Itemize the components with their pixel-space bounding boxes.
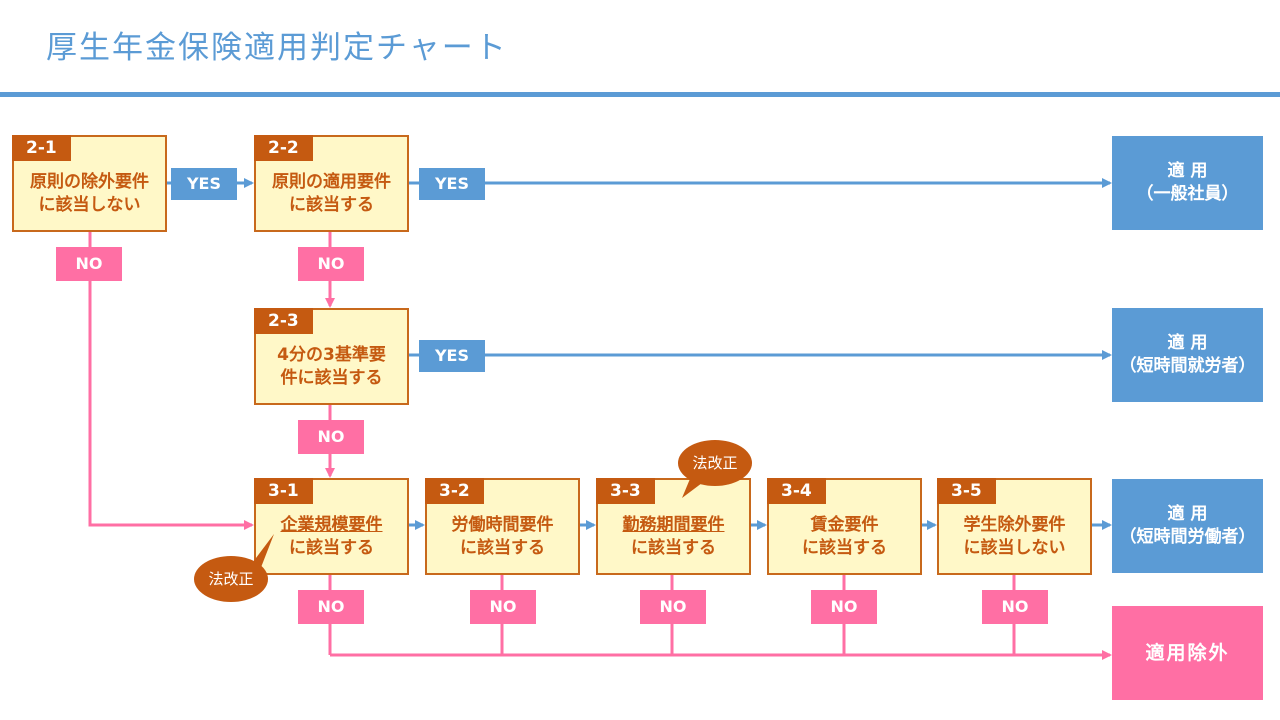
connector-2-1-no-to-3-1 [88,232,254,530]
page-title: 厚生年金保険適用判定チャート [46,30,508,66]
node-label: 原則の除外要件 [30,172,149,192]
yes-label: YES [419,168,485,200]
no-label: NO [298,247,364,281]
node-id-badge: 2-1 [12,135,71,161]
node-label: に該当しない [963,538,1066,558]
result-excluded: 適用除外 [1112,606,1263,700]
node-id-badge: 3-1 [254,478,313,504]
no-label: NO [470,590,536,624]
node-3-2: 3-2 労働時間要件 に該当する [425,478,580,575]
result-short-time-laborer: 適 用 （短時間労働者） [1112,479,1263,573]
result-short-time-worker: 適 用 （短時間就労者） [1112,308,1263,402]
node-3-3: 3-3 勤務期間要件 に該当する [596,478,751,575]
node-2-2: 2-2 原則の適用要件 に該当する [254,135,409,232]
no-label: NO [640,590,706,624]
node-id-badge: 3-4 [767,478,826,504]
result-label: 適 用 [1167,504,1208,524]
node-label: に該当する [802,538,887,558]
no-label: NO [298,590,364,624]
no-label: NO [298,420,364,454]
node-2-1: 2-1 原則の除外要件 に該当しない [12,135,167,232]
bubble-shape [194,534,274,602]
node-3-4: 3-4 賃金要件 に該当する [767,478,922,575]
no-label: NO [811,590,877,624]
no-label: NO [982,590,1048,624]
title-underline [0,92,1280,97]
node-id-badge: 2-2 [254,135,313,161]
node-label: 賃金要件 [810,515,879,535]
bubble-shape [678,440,752,498]
law-change-bubble: 法改正 [194,534,274,602]
result-label: 適 用 [1167,333,1208,353]
node-label: に該当しない [38,195,141,215]
node-label: 企業規模要件 [280,515,383,535]
node-id-badge: 3-2 [425,478,484,504]
node-label: に該当する [289,538,374,558]
node-label: 件に該当する [280,368,383,388]
law-change-label: 法改正 [692,454,738,472]
node-2-3: 2-3 4分の3基準要 件に該当する [254,308,409,405]
result-label: 適 用 [1167,161,1208,181]
yes-label: YES [171,168,237,200]
node-label: に該当する [631,538,716,558]
node-3-1: 3-1 企業規模要件 に該当する [254,478,409,575]
yes-label: YES [419,340,485,372]
node-id-badge: 2-3 [254,308,313,334]
node-3-5: 3-5 学生除外要件 に該当しない [937,478,1092,575]
node-id-badge: 3-5 [937,478,996,504]
node-label: 4分の3基準要 [277,345,386,365]
node-label: に該当する [460,538,545,558]
no-label: NO [56,247,122,281]
law-change-label: 法改正 [208,570,254,588]
node-label: 労働時間要件 [451,515,554,535]
result-general: 適 用 （一般社員） [1112,136,1263,230]
node-label: に該当する [289,195,374,215]
result-label: （一般社員） [1136,184,1239,204]
node-label: 勤務期間要件 [622,515,725,535]
result-label: （短時間就労者） [1119,356,1256,376]
node-id-badge: 3-3 [596,478,655,504]
node-label: 原則の適用要件 [272,172,391,192]
result-label: 適用除外 [1145,641,1230,664]
law-change-bubble: 法改正 [678,440,752,498]
result-label: （短時間労働者） [1119,527,1256,547]
node-label: 学生除外要件 [963,515,1066,535]
